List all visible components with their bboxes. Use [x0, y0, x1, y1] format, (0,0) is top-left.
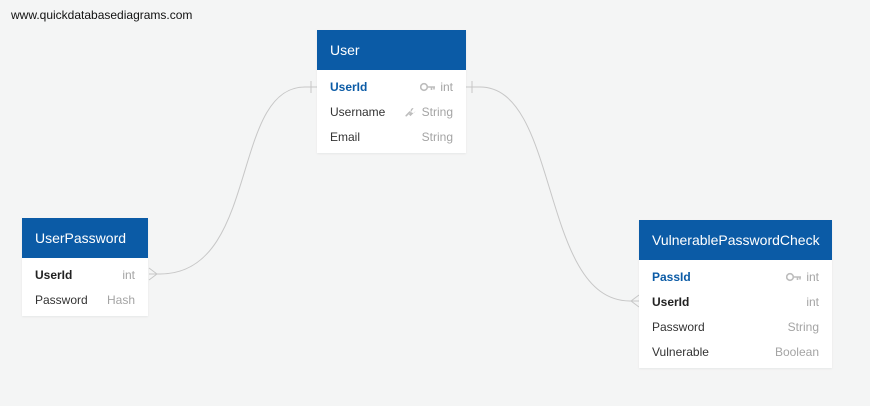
field-type: String [787, 319, 819, 334]
wrench-icon [405, 107, 416, 116]
table-title[interactable]: User [317, 30, 466, 70]
field-row[interactable]: Email String [317, 124, 466, 149]
many-marker [148, 267, 158, 281]
table-user[interactable]: User UserId int Username String [317, 30, 466, 153]
field-row[interactable]: PassId int [639, 264, 832, 289]
field-row[interactable]: Vulnerable Boolean [639, 339, 832, 364]
field-name: UserId [330, 79, 368, 94]
field-row[interactable]: Password Hash [22, 287, 148, 312]
field-type: Hash [106, 292, 135, 307]
field-type: int [806, 294, 819, 309]
field-row[interactable]: UserId int [317, 74, 466, 99]
field-name: Username [330, 104, 386, 119]
relationship-line-user-userpassword[interactable] [149, 86, 317, 275]
field-row[interactable]: UserId int [22, 262, 148, 287]
table-userpassword[interactable]: UserPassword UserId int Password Hash [22, 218, 148, 316]
many-marker [630, 294, 640, 308]
field-row[interactable]: Username String [317, 99, 466, 124]
key-icon [786, 272, 802, 281]
field-name: UserId [652, 294, 690, 309]
table-title[interactable]: UserPassword [22, 218, 148, 258]
field-name: Vulnerable [652, 344, 709, 359]
field-type: String [421, 104, 453, 119]
field-row[interactable]: UserId int [639, 289, 832, 314]
field-type: Boolean [774, 344, 819, 359]
field-name: UserId [35, 267, 73, 282]
site-watermark: www.quickdatabasediagrams.com [11, 8, 193, 22]
field-type: int [122, 267, 135, 282]
field-row[interactable]: Password String [639, 314, 832, 339]
relationship-line-user-vulnerablepasswordcheck[interactable] [466, 86, 639, 302]
field-name: Email [330, 129, 361, 144]
field-type: String [421, 129, 453, 144]
field-type: int [440, 79, 453, 94]
table-vulnerablepasswordcheck[interactable]: VulnerablePasswordCheck PassId int UserI… [639, 220, 832, 368]
table-title[interactable]: VulnerablePasswordCheck [639, 220, 832, 260]
field-name: PassId [652, 269, 691, 284]
key-icon [420, 82, 436, 91]
field-name: Password [652, 319, 705, 334]
field-name: Password [35, 292, 88, 307]
field-type: int [806, 269, 819, 284]
